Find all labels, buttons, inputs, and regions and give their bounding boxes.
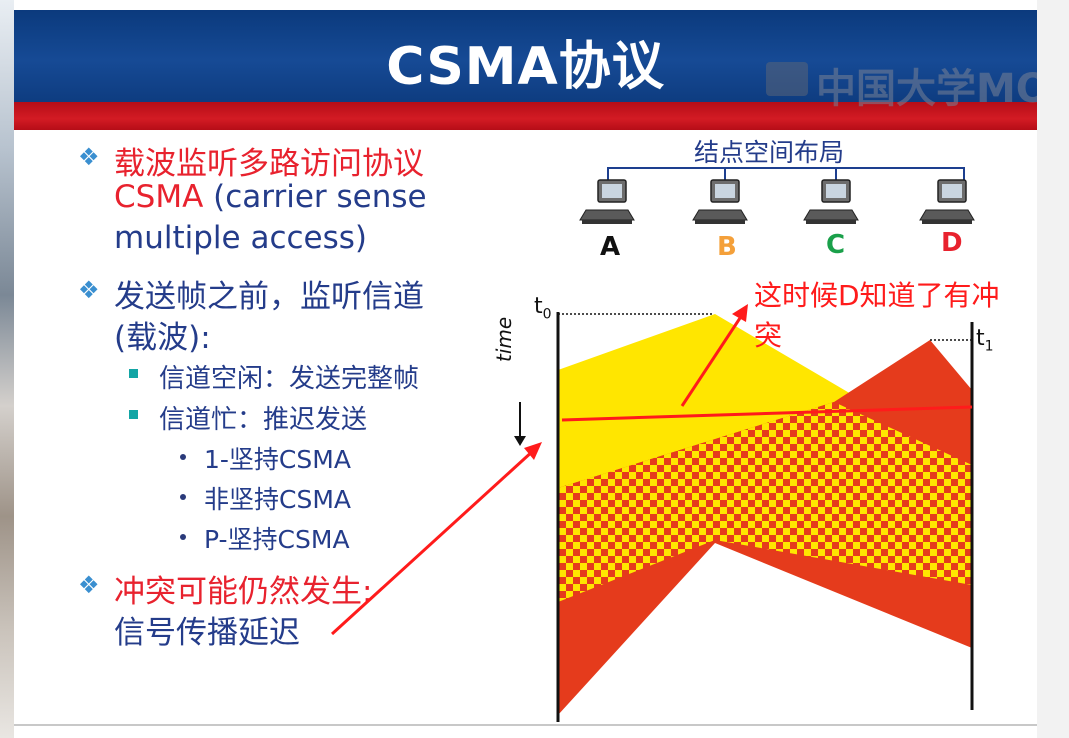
red-arrowhead-left-icon: [524, 442, 542, 460]
background-window-strip: [0, 0, 14, 738]
red-arrow-line-up: [680, 311, 746, 407]
subsub-bullet-dot-icon: [180, 534, 186, 540]
node-label-d: D: [941, 228, 963, 258]
red-arrow-line-left: [330, 448, 536, 636]
slide-header: [14, 10, 1037, 102]
sub-bullet-busy: 信道忙：推迟发送: [159, 405, 368, 435]
space-time-diagram: [330, 167, 975, 722]
t1-label: t1: [976, 326, 994, 354]
bullet-2-line-1: 发送帧之前，监听信道: [114, 279, 424, 315]
mooc-logo-icon: [766, 62, 808, 96]
watermark-text: 中国大学MOOC: [816, 66, 1037, 112]
slide: CSMA协议 中国大学MOOC ❖ 载波监听多路访问协议 CSMA (carri…: [14, 10, 1037, 738]
node-label-c: C: [826, 230, 846, 260]
p-persistent-csma: P-坚持CSMA: [204, 525, 350, 554]
persistent-csma: 1-坚持CSMA: [204, 445, 351, 474]
bullet-diamond-icon: ❖: [78, 276, 100, 304]
layout-title: 结点空间布局: [694, 138, 845, 167]
bullet-3-line-2: 信号传播延迟: [114, 615, 300, 651]
node-label-b: B: [717, 232, 737, 262]
collision-overlap: [558, 402, 972, 602]
slide-title: CSMA协议: [386, 37, 665, 97]
bullet-1-line-2: CSMA (carrier sense: [114, 179, 427, 215]
red-arrowhead-up-icon: [732, 304, 748, 322]
bullet-diamond-icon: ❖: [78, 571, 100, 599]
topology-lines: [607, 167, 965, 182]
sub-bullet-idle: 信道空闲：发送完整帧: [159, 364, 420, 394]
bullet-diamond-icon: ❖: [78, 143, 100, 171]
header-red-bar: [14, 102, 1037, 130]
computer-icon-a: [579, 179, 635, 224]
bullet-2-line-2: (载波):: [114, 320, 211, 356]
bullet-3-line-1: 冲突可能仍然发生:: [114, 574, 373, 610]
csma-acronym: CSMA: [114, 179, 204, 215]
red-horizontal-line: [561, 405, 973, 422]
csma-expansion: (carrier sense: [203, 179, 427, 215]
time-label: time: [492, 316, 516, 362]
time-arrow-head-icon: [514, 436, 526, 446]
t0-letter: t: [534, 294, 543, 319]
non-persistent-csma: 非坚持CSMA: [204, 485, 351, 514]
right-margin: [1037, 0, 1069, 738]
sub-bullet-square-icon: [129, 410, 138, 419]
computer-icon-d: [919, 179, 975, 224]
t0-label: t0: [534, 294, 552, 322]
annotation-line-1: 这时候D知道了有冲: [754, 279, 1000, 312]
bullet-1-line-1: 载波监听多路访问协议: [114, 146, 424, 182]
t1-letter: t: [976, 326, 985, 351]
subsub-bullet-dot-icon: [180, 454, 186, 460]
sub-bullet-square-icon: [129, 369, 138, 378]
t1-subscript: 1: [984, 338, 994, 355]
computer-icon-b: [692, 179, 748, 224]
slide-bottom-line: [14, 724, 1037, 726]
t0-subscript: 0: [542, 306, 552, 323]
mooc-watermark: 中国大学MOOC: [766, 56, 1037, 112]
annotation-line-2: 突: [754, 319, 783, 352]
node-label-a: A: [600, 232, 621, 262]
bullet-1-line-3: multiple access): [114, 220, 367, 256]
computer-icon-c: [803, 179, 859, 224]
subsub-bullet-dot-icon: [180, 494, 186, 500]
